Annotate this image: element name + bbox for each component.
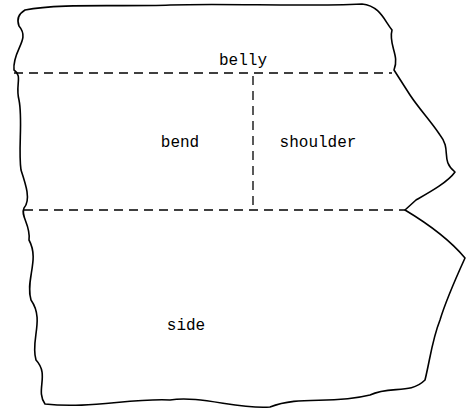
side-cut-line [24,209,405,210]
shoulder-cut-line [252,76,253,208]
hide-outline [14,4,465,407]
part-label: belly [219,52,267,70]
cut-lines [14,73,405,210]
belly-cut-line [14,72,392,73]
part-label: bend [161,134,199,152]
part-label: shoulder [280,134,357,152]
part-label: side [167,317,205,335]
